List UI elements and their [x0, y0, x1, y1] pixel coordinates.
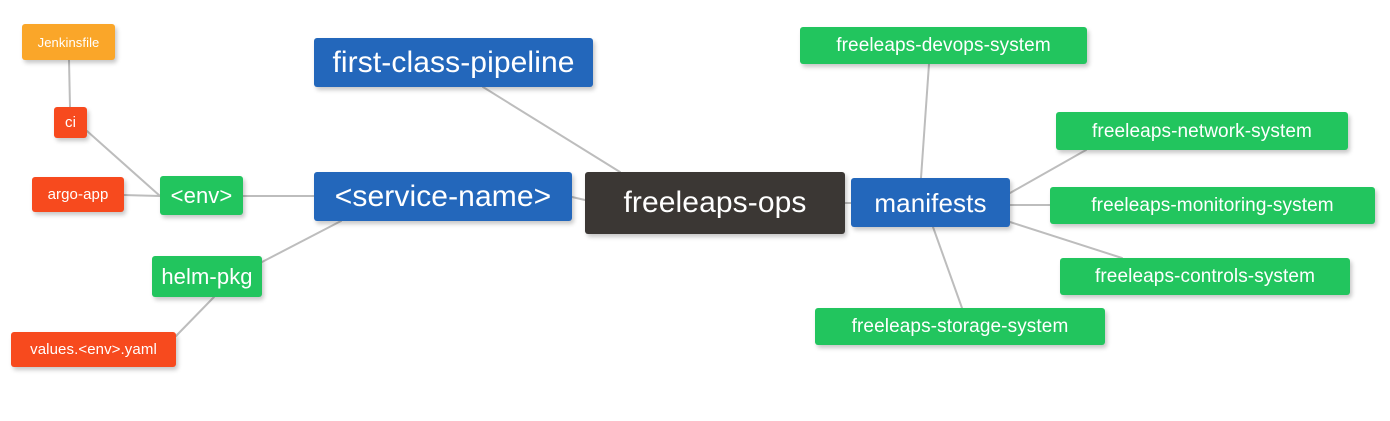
node-storage-system[interactable]: freeleaps-storage-system: [815, 308, 1105, 345]
edge-service-name-to-freeleaps-ops: [571, 196, 586, 201]
node-service-name[interactable]: <service-name>: [314, 172, 572, 221]
node-jenkinsfile[interactable]: Jenkinsfile: [22, 24, 115, 60]
node-manifests[interactable]: manifests: [851, 178, 1010, 227]
node-env[interactable]: <env>: [160, 176, 243, 215]
node-freeleaps-ops[interactable]: freeleaps-ops: [585, 172, 845, 234]
edge-helm-pkg-to-service-name: [261, 220, 342, 263]
node-argo-app[interactable]: argo-app: [32, 177, 124, 212]
node-helm-pkg[interactable]: helm-pkg: [152, 256, 262, 297]
edge-manifests-to-devops-system: [920, 63, 930, 179]
edge-jenkinsfile-to-ci: [68, 59, 71, 108]
node-ci[interactable]: ci: [54, 107, 87, 138]
edge-manifests-to-controls-system: [1009, 221, 1123, 259]
node-first-class-pipeline[interactable]: first-class-pipeline: [314, 38, 593, 87]
node-values-env-yaml[interactable]: values.<env>.yaml: [11, 332, 176, 367]
edge-first-class-pipeline-to-freeleaps-ops: [482, 86, 621, 173]
edge-manifests-to-storage-system: [932, 226, 963, 309]
node-devops-system[interactable]: freeleaps-devops-system: [800, 27, 1087, 64]
node-monitoring-system[interactable]: freeleaps-monitoring-system: [1050, 187, 1375, 224]
edge-values-env-yaml-to-helm-pkg: [175, 296, 215, 337]
edge-argo-app-to-env: [123, 194, 161, 197]
node-network-system[interactable]: freeleaps-network-system: [1056, 112, 1348, 150]
node-controls-system[interactable]: freeleaps-controls-system: [1060, 258, 1350, 295]
